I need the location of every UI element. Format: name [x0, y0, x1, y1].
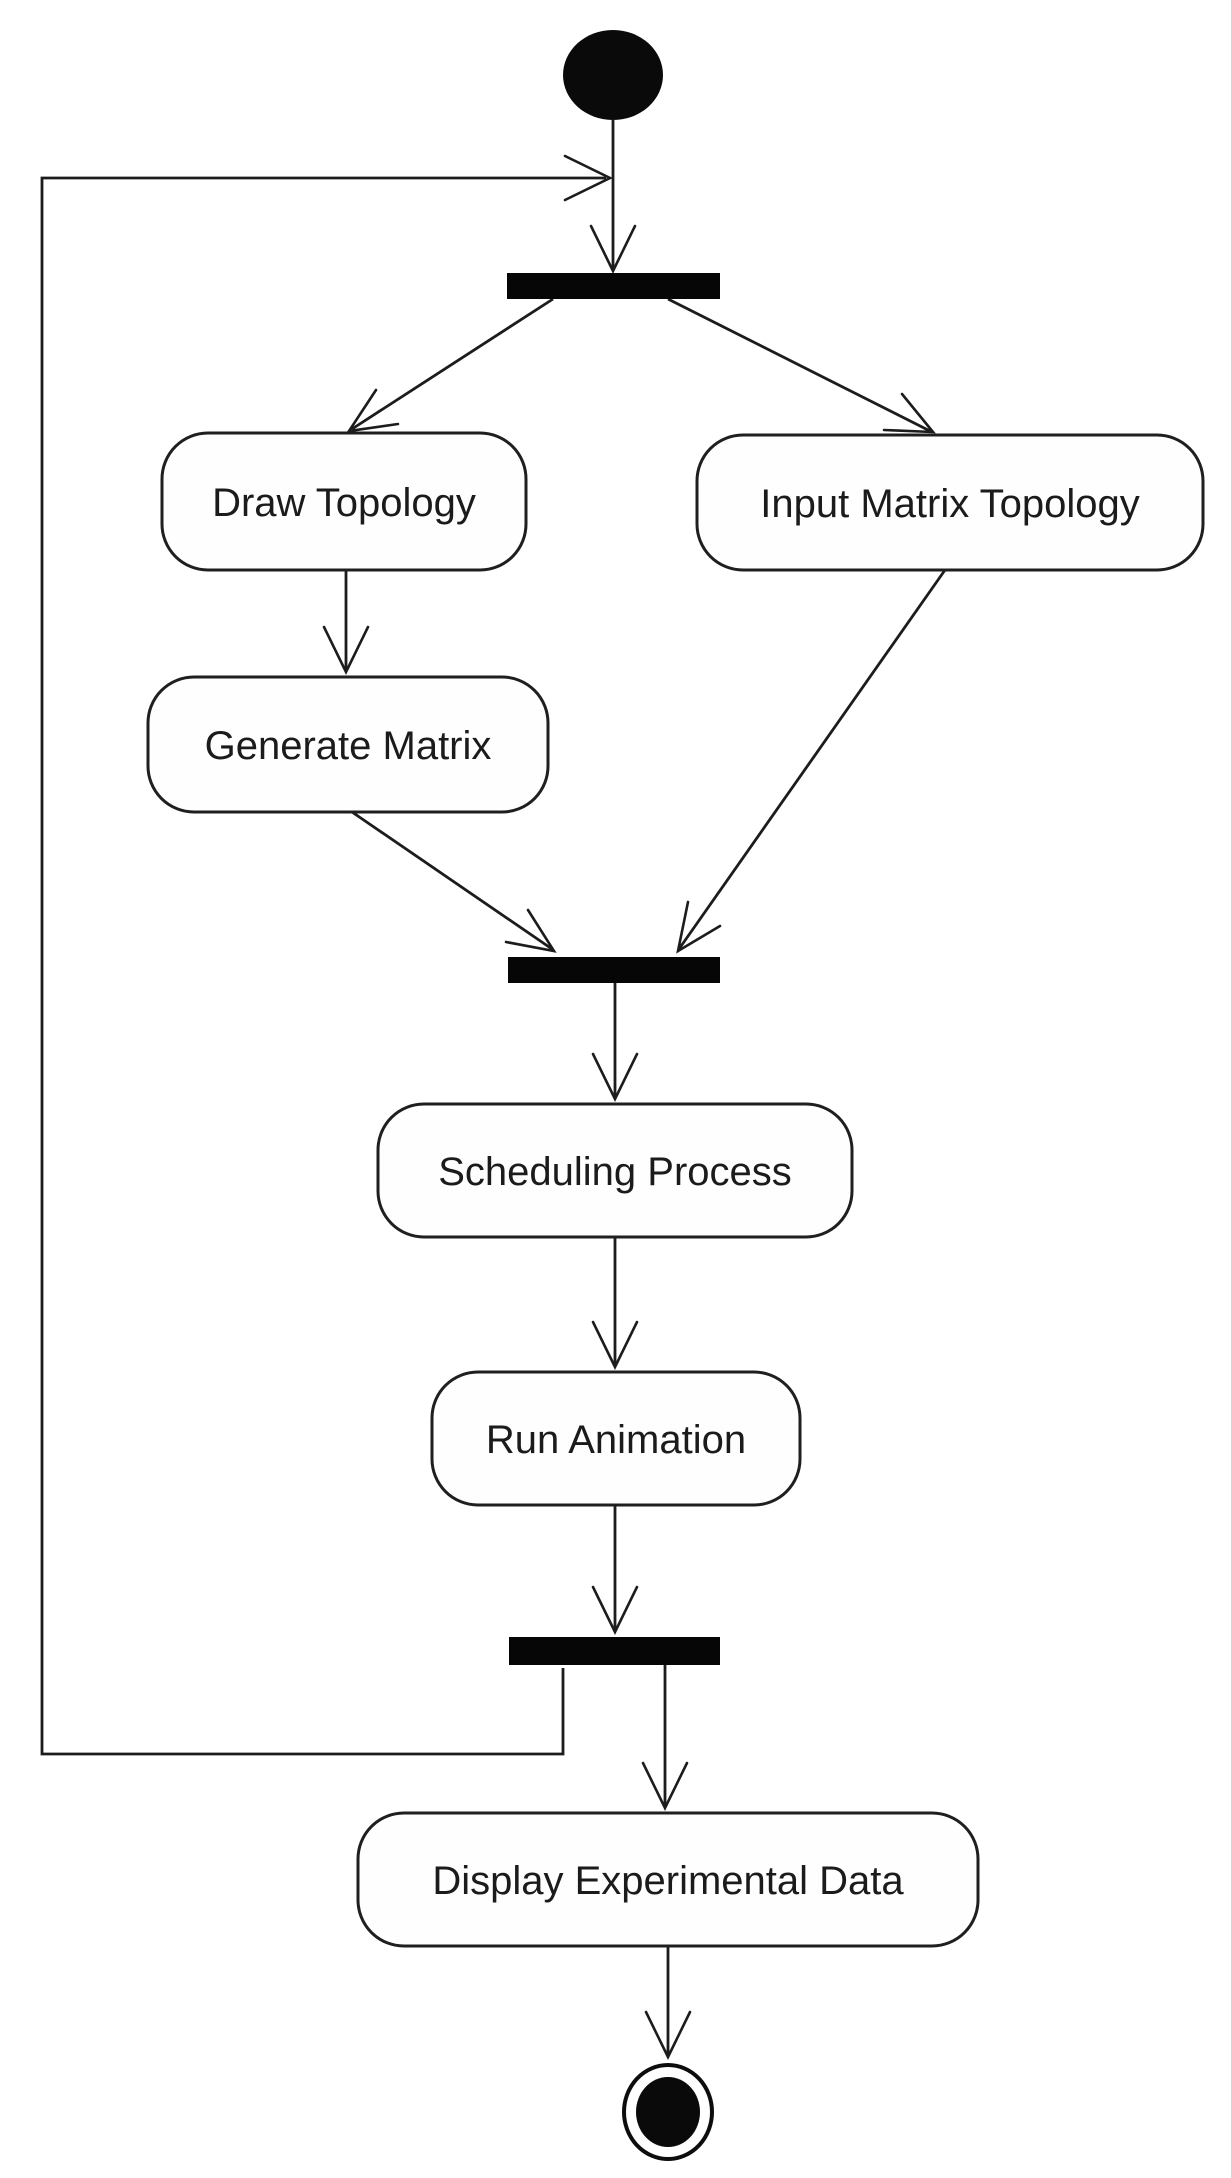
edge-fork-top-to-input-matrix — [667, 297, 936, 434]
arrowhead-down-icon — [641, 1761, 689, 1811]
edge-fork-top-to-draw-topology — [346, 297, 554, 433]
edge-scheduling-to-run-animation — [591, 1237, 639, 1370]
arrowhead-down-icon — [644, 2010, 692, 2060]
edge-join-to-scheduling — [591, 983, 639, 1102]
edge-input-matrix-to-join — [676, 569, 947, 954]
arrowhead-down-icon — [589, 224, 637, 274]
edge-loop-back — [40, 154, 613, 1756]
arrowhead-down-icon — [322, 625, 370, 675]
edge-run-animation-to-fork-bottom — [591, 1505, 639, 1635]
initial-node — [563, 30, 663, 120]
edge-fork-bottom-to-display — [641, 1665, 689, 1811]
action-display-experimental-data: Display Experimental Data — [356, 1811, 980, 1948]
arrowhead-right-icon — [563, 154, 613, 202]
fork-bar-bottom — [509, 1637, 720, 1665]
action-run-animation: Run Animation — [430, 1370, 802, 1507]
action-draw-topology: Draw Topology — [160, 431, 528, 572]
arrowhead-diagonal-icon — [504, 908, 557, 953]
action-label: Display Experimental Data — [432, 1859, 904, 1903]
action-label: Draw Topology — [212, 481, 476, 525]
action-label: Input Matrix Topology — [760, 482, 1139, 526]
final-node-core — [636, 2077, 700, 2147]
arrowhead-diagonal-icon — [882, 392, 936, 434]
action-label: Generate Matrix — [205, 724, 492, 768]
final-node — [622, 2063, 714, 2161]
arrowhead-diagonal-icon — [346, 388, 400, 433]
arrowhead-diagonal-icon — [676, 900, 722, 954]
edge-draw-topology-to-generate-matrix — [322, 570, 370, 675]
arrowhead-down-icon — [591, 1585, 639, 1635]
action-label: Scheduling Process — [438, 1150, 792, 1194]
action-generate-matrix: Generate Matrix — [146, 675, 550, 814]
edge-display-to-final — [644, 1946, 692, 2060]
action-input-matrix-topology: Input Matrix Topology — [695, 433, 1205, 572]
edge-initial-to-fork-top — [589, 120, 637, 274]
edge-generate-matrix-to-join — [351, 810, 557, 953]
action-scheduling-process: Scheduling Process — [376, 1102, 854, 1239]
arrowhead-down-icon — [591, 1052, 639, 1102]
join-bar-middle — [508, 957, 720, 983]
action-label: Run Animation — [486, 1418, 746, 1462]
fork-bar-top — [507, 273, 720, 299]
arrowhead-down-icon — [591, 1320, 639, 1370]
